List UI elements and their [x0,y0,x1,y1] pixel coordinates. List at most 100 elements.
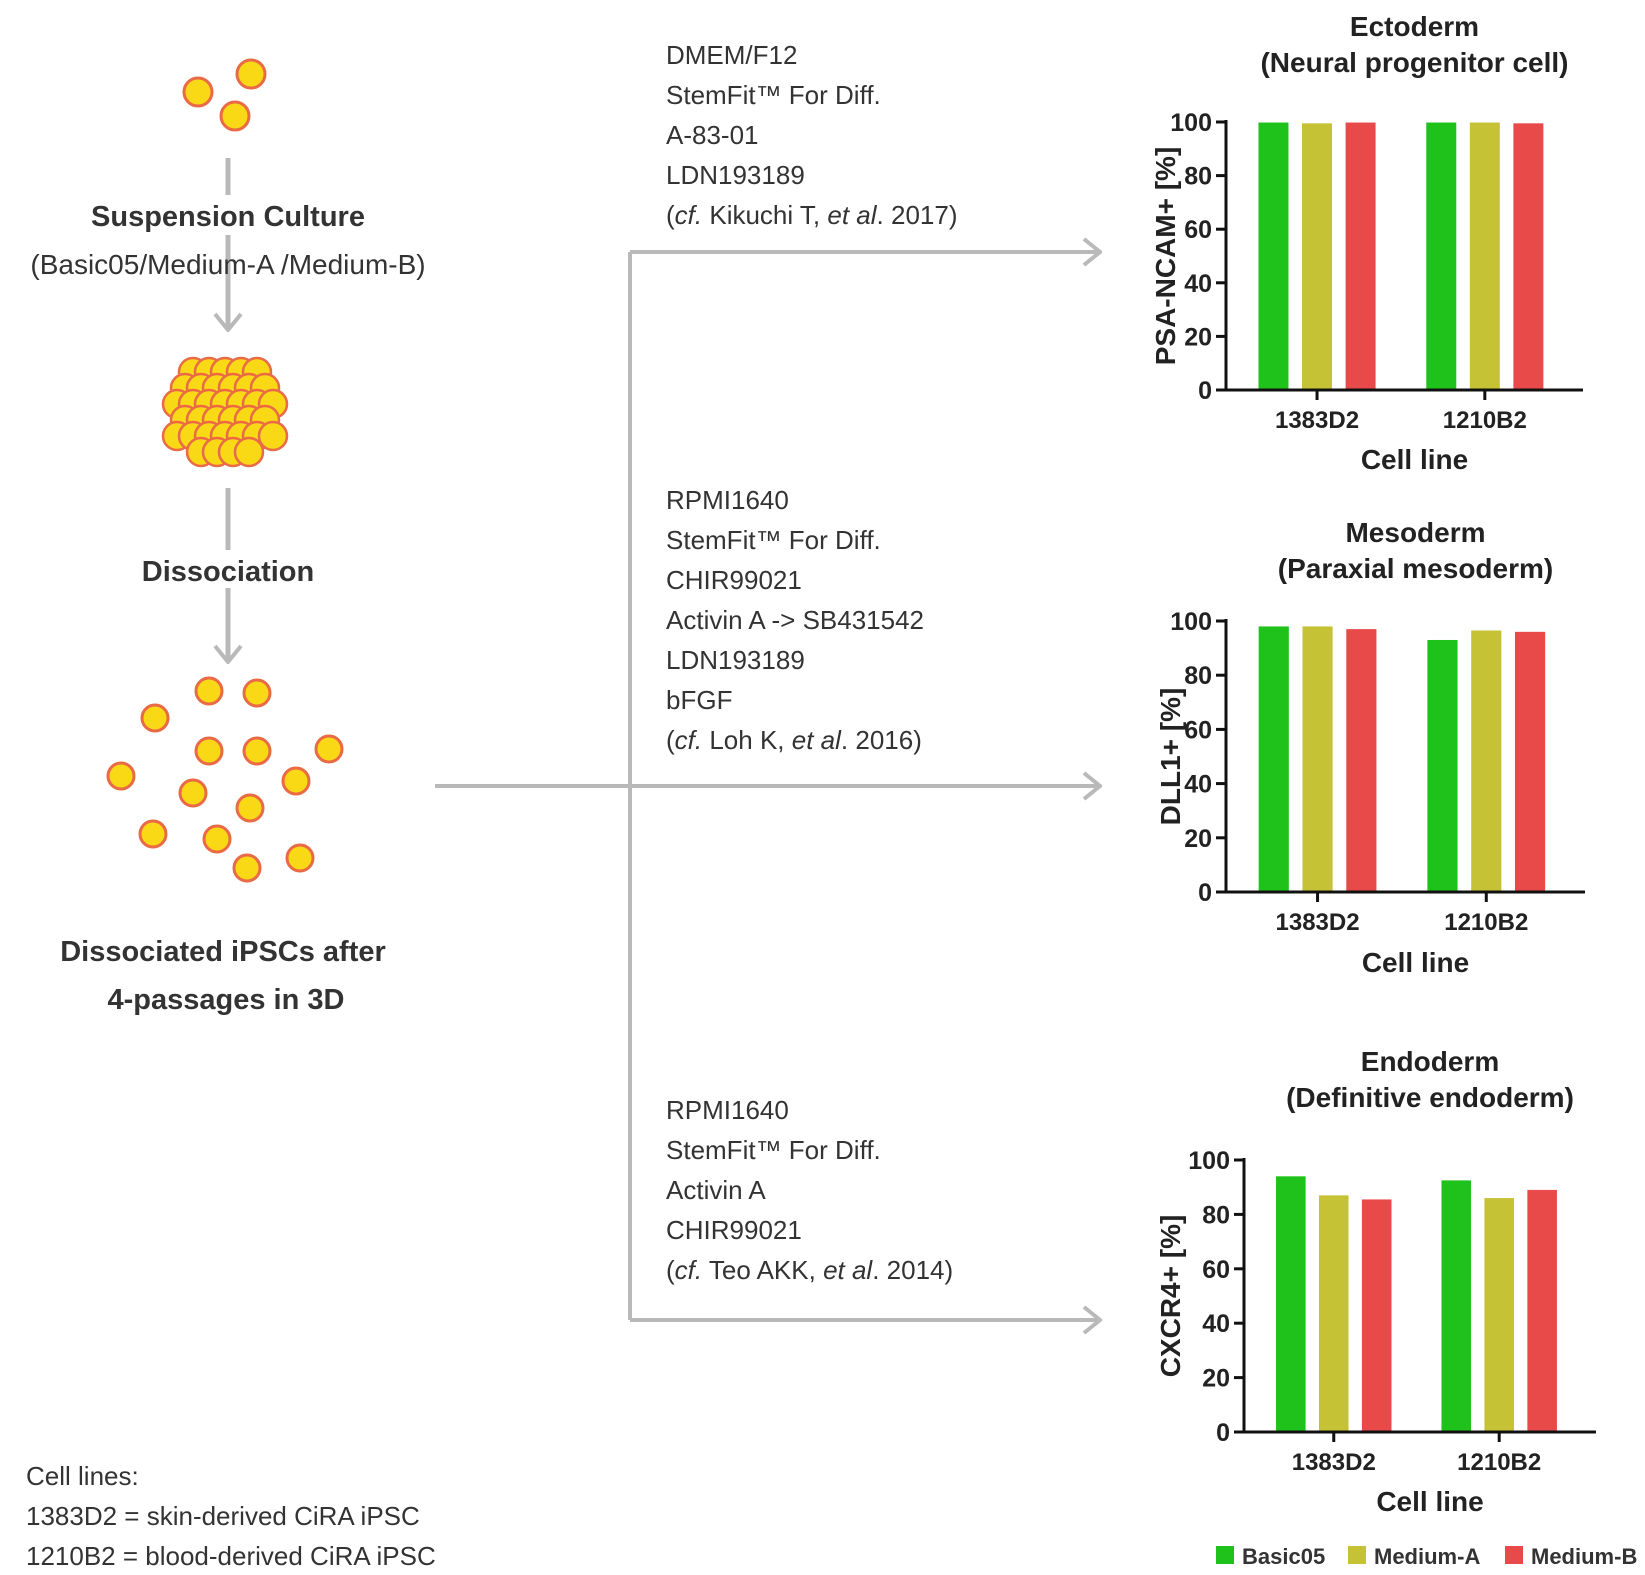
x-tick-label: 1210B2 [1444,909,1528,936]
aggregate-cell [233,436,265,468]
protocol-line: LDN193189 [666,160,805,190]
protocol-reference: (cf. Teo AKK, et al. 2014) [666,1255,953,1285]
cell-line-definition: 1210B2 = blood-derived CiRA iPSC [26,1541,436,1571]
legend-label-medium-a: Medium-A [1374,1544,1480,1569]
dissociated-cells [106,676,344,883]
y-tick-label: 100 [1170,109,1212,137]
cell-aggregate [161,356,289,468]
bar-basic05-1210b2 [1427,639,1458,891]
bar-medium-a-1210b2 [1469,122,1500,389]
bar-basic05-1383d2 [1258,626,1289,891]
protocol-line: RPMI1640 [666,485,789,515]
bar-medium-b-1210b2 [1513,123,1544,389]
protocol-ectoderm: DMEM/F12 StemFit™ For Diff. A-83-01 LDN1… [666,40,957,230]
bar-medium-a-1383d2 [1302,123,1333,389]
suspension-culture-media: (Basic05/Medium-A /Medium-B) [30,249,425,280]
protocol-line: DMEM/F12 [666,40,797,70]
protocol-line: StemFit™ For Diff. [666,1135,881,1165]
result-label-line1: Dissociated iPSCs after [60,936,386,968]
bar-medium-b-1210b2 [1527,1189,1557,1431]
cell-lines-note: Cell lines: 1383D2 = skin-derived CiRA i… [26,1461,436,1571]
protocol-reference: (cf. Loh K, et al. 2016) [666,725,922,755]
y-tick-label: 60 [1184,716,1212,744]
bar-medium-a-1383d2 [1318,1195,1349,1431]
protocol-line: A-83-01 [666,120,759,150]
chart-subtitle: (Definitive endoderm) [1286,1082,1574,1113]
y-axis-label: PSA-NCAM+ [%] [1150,147,1181,366]
y-axis-label: DLL1+ [%] [1155,688,1186,826]
chart-subtitle: (Neural progenitor cell) [1260,47,1568,78]
bar-basic05-1210b2 [1441,1180,1472,1431]
aggregate-cell [257,420,289,452]
protocol-mesoderm: RPMI1640 StemFit™ For Diff. CHIR99021 Ac… [666,485,924,755]
legend-swatch-basic05 [1216,1546,1234,1564]
protocol-line: StemFit™ For Diff. [666,525,881,555]
y-tick-label: 0 [1198,377,1212,405]
bar-charts: Ectoderm (Neural progenitor cell) 0 20 40 60 8… [1150,11,1596,1517]
chart-title: Endoderm [1361,1046,1499,1077]
x-tick-label: 1210B2 [1457,1449,1541,1476]
single-cells-top [182,58,267,132]
bar-medium-b-1210b2 [1514,631,1546,891]
bar-medium-a-1210b2 [1471,630,1502,891]
legend: Basic05 Medium-A Medium-B [1216,1544,1637,1569]
protocol-line: LDN193189 [666,645,805,675]
y-tick-label: 80 [1184,662,1212,690]
y-tick-label: 100 [1170,608,1212,636]
protocol-line: RPMI1640 [666,1095,789,1125]
y-tick-label: 20 [1184,323,1212,351]
protocol-line: CHIR99021 [666,1215,802,1245]
x-tick-label: 1383D2 [1275,407,1359,434]
chart-mesoderm: Mesoderm (Paraxial mesoderm) 0 20 40 60 80 100 1… [1155,517,1585,978]
x-axis-label: Cell line [1362,947,1469,978]
protocol-line: Activin A [666,1175,766,1205]
legend-label-medium-b: Medium-B [1531,1544,1637,1569]
bar-medium-b-1383d2 [1361,1199,1392,1431]
x-tick-label: 1210B2 [1443,407,1527,434]
y-tick-label: 60 [1184,216,1212,244]
y-tick-label: 80 [1184,163,1212,191]
y-tick-label: 40 [1184,270,1212,298]
y-axis-label: CXCR4+ [%] [1155,1215,1186,1378]
protocol-endoderm: RPMI1640 StemFit™ For Diff. Activin A CH… [666,1095,953,1285]
y-tick-label: 40 [1184,771,1212,799]
branch-connectors [435,252,1100,1320]
x-axis-label: Cell line [1361,444,1468,475]
chart-title: Ectoderm [1350,11,1479,42]
chart-subtitle: (Paraxial mesoderm) [1278,553,1553,584]
bar-basic05-1383d2 [1258,122,1289,389]
protocol-line: bFGF [666,685,732,715]
bar-basic05-1210b2 [1426,122,1457,389]
chart-title: Mesoderm [1345,517,1485,548]
bar-medium-a-1210b2 [1484,1198,1514,1431]
chart-ectoderm: Ectoderm (Neural progenitor cell) 0 20 40 60 8… [1150,11,1583,475]
legend-swatch-medium-a [1348,1546,1366,1564]
legend-label-basic05: Basic05 [1242,1544,1325,1569]
protocol-reference: (cf. Kikuchi T, et al. 2017) [666,200,957,230]
y-tick-label: 80 [1202,1201,1230,1229]
suspension-culture-label: Suspension Culture [91,201,365,233]
result-label-line2: 4-passages in 3D [108,984,345,1016]
x-axis-label: Cell line [1376,1486,1483,1517]
protocol-line: StemFit™ For Diff. [666,80,881,110]
y-tick-label: 20 [1202,1365,1230,1393]
cell-lines-heading: Cell lines: [26,1461,139,1491]
y-tick-label: 100 [1188,1147,1230,1175]
x-tick-label: 1383D2 [1276,909,1360,936]
bar-medium-b-1383d2 [1345,122,1376,389]
y-tick-label: 40 [1202,1310,1230,1338]
bar-basic05-1383d2 [1276,1176,1306,1431]
x-tick-label: 1383D2 [1292,1449,1376,1476]
protocol-line: Activin A -> SB431542 [666,605,924,635]
y-tick-label: 60 [1202,1256,1230,1284]
chart-endoderm: Endoderm(Definitive endoderm)02040608010… [1155,1046,1596,1517]
cell-line-definition: 1383D2 = skin-derived CiRA iPSC [26,1501,420,1531]
bar-medium-b-1383d2 [1346,629,1377,891]
bar-medium-a-1383d2 [1302,626,1333,891]
dissociation-label: Dissociation [142,556,314,588]
protocol-line: CHIR99021 [666,565,802,595]
y-tick-label: 0 [1198,879,1212,907]
y-tick-label: 20 [1184,825,1212,853]
legend-swatch-medium-b [1505,1546,1523,1564]
